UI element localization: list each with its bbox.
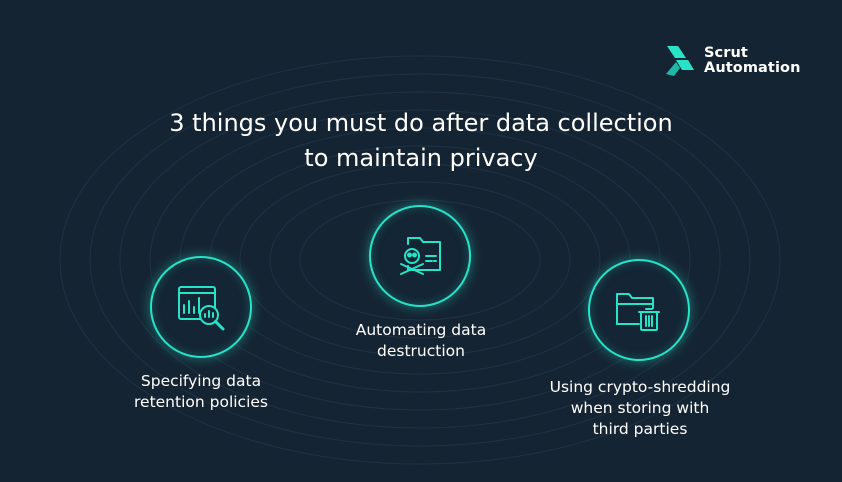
page-title-line1: 3 things you must do after data collecti…: [169, 109, 673, 137]
brand-name-line1: Scrut: [704, 45, 748, 61]
scrut-logo-icon: [666, 46, 694, 76]
item-1-icon-circle: [150, 256, 252, 358]
item-1-label-line1: Specifying data: [140, 372, 262, 390]
item-1-label: Specifying data retention policies: [110, 371, 292, 413]
brand-name: Scrut Automation: [704, 46, 801, 76]
chart-magnifier-icon: [178, 286, 225, 331]
item-2-label-line2: destruction: [377, 342, 465, 360]
item-2-label: Automating data destruction: [330, 320, 512, 362]
item-3-label: Using crypto-shredding when storing with…: [525, 377, 755, 440]
brand-name-line2: Automation: [704, 60, 801, 76]
item-2-label-line1: Automating data: [355, 321, 487, 339]
item-3-label-line1: Using crypto-shredding: [549, 378, 731, 396]
skull-folder-icon: [400, 237, 441, 275]
page-title-line2: to maintain privacy: [304, 144, 538, 172]
item-2-icon-circle: [369, 205, 471, 307]
brand-logo: Scrut Automation: [664, 44, 801, 78]
folder-trash-icon: [616, 293, 660, 331]
item-3-label-line3: third parties: [592, 420, 688, 438]
page-title: 3 things you must do after data collecti…: [0, 106, 842, 176]
item-3-label-line2: when storing with: [570, 399, 710, 417]
item-1-label-line2: retention policies: [134, 393, 268, 411]
item-3-icon-circle: [588, 259, 690, 361]
